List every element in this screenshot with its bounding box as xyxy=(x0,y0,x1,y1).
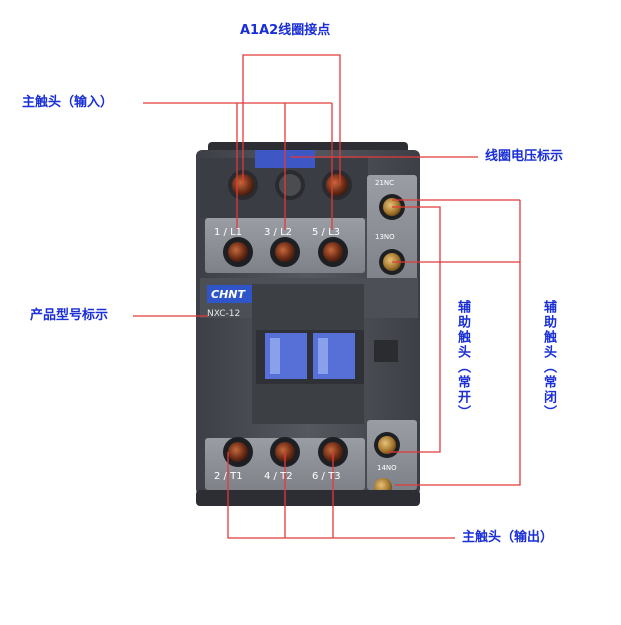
model-number: NXC-12 xyxy=(207,309,241,319)
aux-label-13no: 13NO xyxy=(375,233,395,241)
terminal-label-t1: 2 / T1 xyxy=(214,471,243,482)
terminal-label-l1: 1 / L1 xyxy=(214,227,243,238)
terminal-label-t3: 6 / T3 xyxy=(312,471,341,482)
leader-lines xyxy=(133,54,521,539)
label-main-input: 主触头（输入） xyxy=(22,95,114,110)
top-screws xyxy=(228,170,352,200)
label-main-output: 主触头（输出） xyxy=(462,530,554,545)
terminal-label-t2: 4 / T2 xyxy=(264,471,293,482)
brand-badge xyxy=(207,285,261,303)
label-aux-no: 辅助触头（常开） xyxy=(454,300,470,420)
aux-label-14no: 14NO xyxy=(377,464,397,472)
brand-logo: CHNT xyxy=(211,288,245,301)
label-coil-voltage: 线圈电压标示 xyxy=(485,149,564,164)
label-model-mark: 产品型号标示 xyxy=(30,308,109,323)
terminal-label-l2: 3 / L2 xyxy=(264,227,293,238)
label-aux-nc: 辅助触头（常闭） xyxy=(540,300,556,420)
label-coil-contacts: A1A2线圈接点 xyxy=(240,23,331,38)
top-terminal-screws xyxy=(223,237,348,267)
aux-block-top xyxy=(367,175,417,285)
aux-label-21nc: 21NC xyxy=(375,179,395,187)
terminal-label-l3: 5 / L3 xyxy=(312,227,341,238)
